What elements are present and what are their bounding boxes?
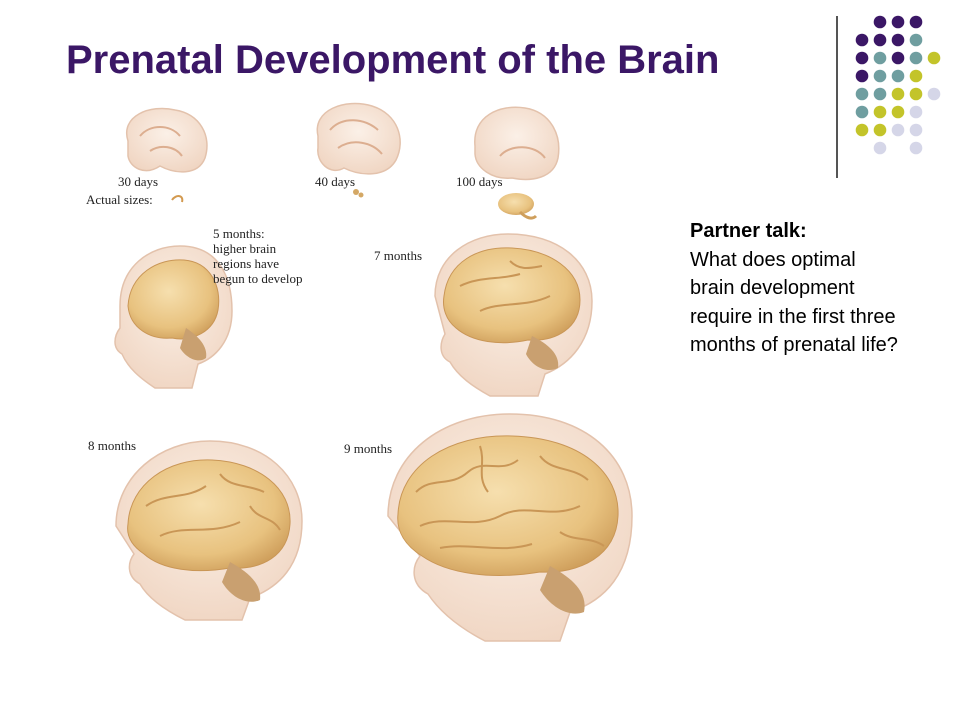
decorative-dot <box>855 33 869 47</box>
brain-9-months <box>387 413 633 642</box>
decorative-dot <box>891 87 905 101</box>
decorative-dot <box>927 51 941 65</box>
decorative-dot <box>873 51 887 65</box>
decorative-dot <box>873 15 887 29</box>
label-100-days: 100 days <box>456 174 503 189</box>
decorative-dot <box>855 51 869 65</box>
decorative-dot <box>927 87 941 101</box>
decorative-dot <box>891 69 905 83</box>
brain-8-months <box>115 440 303 621</box>
decorative-dot <box>891 123 905 137</box>
label-8-months: 8 months <box>88 438 137 453</box>
brain-7-months <box>434 233 593 397</box>
embryo-40-days <box>316 102 401 175</box>
decorative-dot <box>873 141 887 155</box>
label-9-months: 9 months <box>344 441 393 456</box>
decorative-dot <box>873 123 887 137</box>
decorative-dot <box>891 51 905 65</box>
decorative-dot <box>909 15 923 29</box>
decorative-dot <box>909 33 923 47</box>
slide-title: Prenatal Development of the Brain <box>66 38 720 82</box>
divider-line <box>836 16 838 178</box>
decorative-dot <box>873 105 887 119</box>
decorative-dot <box>873 33 887 47</box>
partner-talk-heading: Partner talk: <box>690 220 807 242</box>
decorative-dot <box>891 105 905 119</box>
label-40-days: 40 days <box>315 174 356 189</box>
decorative-dot-grid <box>855 15 941 155</box>
decorative-dot <box>855 69 869 83</box>
decorative-dot <box>855 123 869 137</box>
decorative-dot <box>909 141 923 155</box>
brain-5-months <box>114 245 233 389</box>
embryo-30-days <box>125 107 208 173</box>
label-7-months: 7 months <box>374 248 423 263</box>
decorative-dot <box>909 87 923 101</box>
decorative-dot <box>891 33 905 47</box>
decorative-dot <box>873 69 887 83</box>
partner-talk-box: Partner talk: What does optimal brain de… <box>690 217 905 360</box>
decorative-dot <box>909 51 923 65</box>
label-5-months: 5 months: higher brain regions have begu… <box>213 226 303 286</box>
decorative-dot <box>855 87 869 101</box>
embryo-100-days <box>474 106 560 181</box>
brain-development-figure: 30 days Actual sizes: 40 days 100 days 5… <box>80 96 660 656</box>
brain-illustration <box>114 102 633 642</box>
partner-talk-question: What does optimal brain development requ… <box>690 248 898 357</box>
decorative-dot <box>855 105 869 119</box>
label-30-days: 30 days <box>118 174 159 189</box>
actual-size-brains <box>171 189 538 220</box>
label-actual-sizes: Actual sizes: <box>86 192 153 207</box>
decorative-dot <box>909 69 923 83</box>
decorative-dot <box>873 87 887 101</box>
decorative-dot <box>891 15 905 29</box>
decorative-dot <box>909 123 923 137</box>
decorative-dot <box>909 105 923 119</box>
